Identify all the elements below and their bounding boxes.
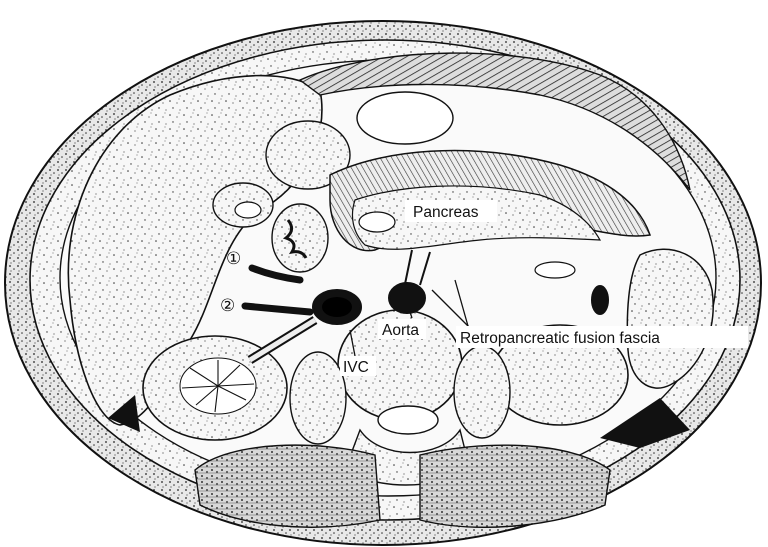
left-psoas [454,346,510,438]
marker-2: ② [220,296,235,316]
marker-1: ① [226,249,241,269]
aorta [389,283,425,313]
label-aorta: Aorta [382,322,419,339]
label-ivc: IVC [343,359,369,376]
right-psoas [290,352,346,444]
label-pancreas: Pancreas [413,204,479,221]
label-retropancreatic-fusion-fascia: Retropancreatic fusion fascia [460,330,660,347]
